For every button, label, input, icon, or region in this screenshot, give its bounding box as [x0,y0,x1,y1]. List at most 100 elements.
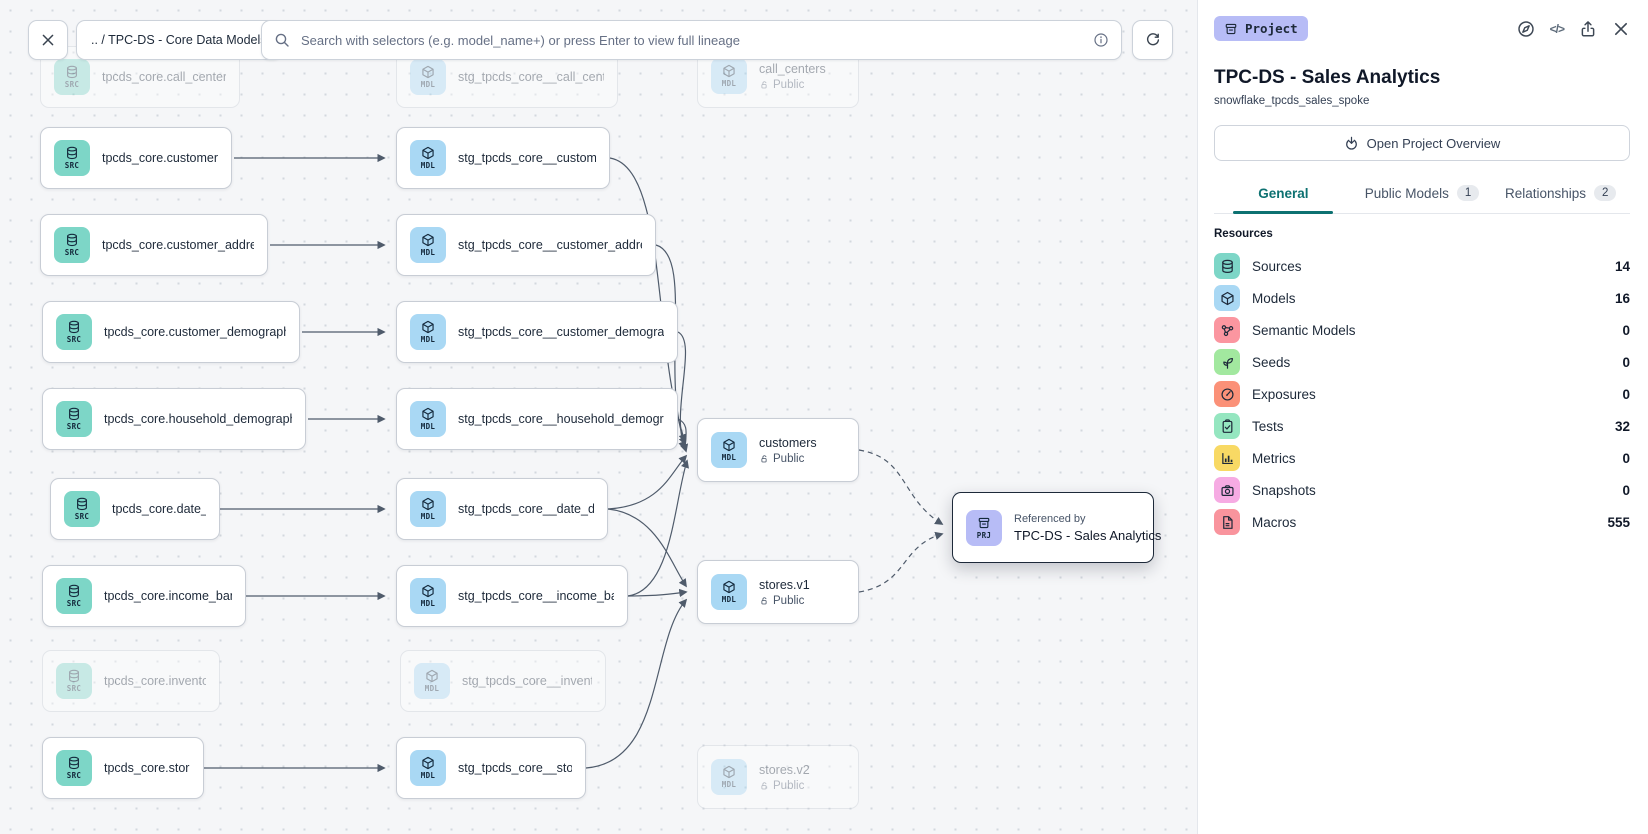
source-type-chip: SRC [56,663,92,699]
project-details-panel: Project </> TPC-DS - Sales Analytics sno… [1197,0,1648,834]
tab-relationships[interactable]: Relationships 2 [1491,175,1630,213]
resource-row-snapshots[interactable]: Snapshots 0 [1214,474,1630,506]
resource-row-semantic-models[interactable]: Semantic Models 0 [1214,314,1630,346]
model-type-chip: MDL [414,663,450,699]
share-icon[interactable] [1579,20,1597,38]
lineage-node[interactable]: SRC tpcds_core.customer [40,127,232,189]
source-type-chip: SRC [64,491,100,527]
page-title: TPC-DS - Sales Analytics [1214,67,1441,88]
lineage-node[interactable]: MDL stg_tpcds_core__customer [396,127,610,189]
lineage-node[interactable]: SRC tpcds_core.customer_demographics [42,301,300,363]
resource-row-models[interactable]: Models 16 [1214,282,1630,314]
close-lineage-button[interactable] [28,20,68,60]
info-icon[interactable] [1093,32,1109,48]
lineage-node[interactable]: MDL stg_tpcds_core__customer_address [396,214,656,276]
tab-general[interactable]: General [1214,175,1353,214]
database-icon [67,146,77,160]
project-type-badge: Project [1214,16,1308,41]
cube-icon [422,65,434,79]
model-type-chip: MDL [410,578,446,614]
lineage-node[interactable]: SRC tpcds_core.inventory [42,650,220,712]
resource-row-exposures[interactable]: Exposures 0 [1214,378,1630,410]
source-type-chip: SRC [56,750,92,786]
lineage-node[interactable]: MDL stores.v2 Public [697,745,859,809]
breadcrumb[interactable]: .. / TPC-DS - Core Data Models [76,20,282,60]
source-type-chip: SRC [56,578,92,614]
cube-icon [426,669,438,683]
cube-icon [723,765,735,779]
model-type-chip: MDL [410,227,446,263]
resource-row-macros[interactable]: Macros 555 [1214,506,1630,538]
model-type-chip: MDL [410,750,446,786]
source-type-chip: SRC [54,227,90,263]
lineage-node[interactable]: MDL stg_tpcds_core__household_demogr... [396,388,678,450]
source-type-chip: SRC [54,59,90,95]
lineage-edges [204,153,944,773]
database-icon [67,233,77,247]
code-icon[interactable]: </> [1549,21,1565,36]
lineage-node[interactable]: MDL stores.v1 Public [697,560,859,624]
database-icon [69,756,79,770]
unlock-icon [761,781,767,789]
unlock-icon [761,80,767,88]
database-icon [69,320,79,334]
database-icon [69,669,79,683]
archive-box-icon [1225,23,1237,34]
lineage-node[interactable]: SRC tpcds_core.customer_address [40,214,268,276]
cube-icon [422,407,434,421]
lineage-node[interactable]: MDL stg_tpcds_core__store [396,737,586,799]
model-type-chip: MDL [711,574,747,610]
camera-icon [1214,477,1240,503]
database-icon [77,497,87,511]
lineage-node[interactable]: MDL customers Public [697,418,859,482]
cube-icon [422,146,434,160]
source-type-chip: SRC [54,140,90,176]
seedling-icon [1214,349,1240,375]
resource-row-sources[interactable]: Sources 14 [1214,250,1630,282]
open-project-overview-button[interactable]: Open Project Overview [1214,125,1630,161]
lineage-search [261,20,1122,60]
refresh-icon [1146,33,1159,46]
refresh-lineage-button[interactable] [1132,20,1173,60]
source-type-chip: SRC [56,401,92,437]
project-identifier: snowflake_tpcds_sales_spoke [1214,95,1370,107]
cube-icon [723,64,735,78]
cube-icon [723,580,735,594]
close-icon [42,34,54,46]
search-input[interactable] [299,31,1084,49]
clipboard-check-icon [1214,413,1240,439]
resource-row-metrics[interactable]: Metrics 0 [1214,442,1630,474]
lineage-node[interactable]: SRC tpcds_core.household_demographics [42,388,306,450]
cube-icon [422,756,434,770]
resource-row-tests[interactable]: Tests 32 [1214,410,1630,442]
model-type-chip: MDL [410,314,446,350]
lineage-node[interactable]: MDL stg_tpcds_core__customer_demogra... [396,301,678,363]
model-type-chip: MDL [410,59,446,95]
lineage-node[interactable]: MDL stg_tpcds_core__income_band [396,565,628,627]
cube-icon [422,233,434,247]
lineage-node[interactable]: SRC tpcds_core.date_dim [50,478,220,540]
archive-box-icon [978,517,990,528]
lineage-canvas[interactable]: SRC tpcds_core.call_center MDL stg_tpcds… [0,0,1197,834]
database-icon [67,65,77,79]
lineage-node[interactable]: MDL stg_tpcds_core__date_dim [396,478,608,540]
search-icon [275,33,289,47]
explore-compass-icon[interactable] [1517,20,1535,38]
referenced-project-node[interactable]: PRJ Referenced by TPC-DS - Sales Analyti… [952,492,1161,563]
cube-icon [422,320,434,334]
unlock-icon [761,454,767,462]
lineage-node[interactable]: SRC tpcds_core.income_band [42,565,246,627]
lineage-node[interactable]: MDL stg_tpcds_core__inventory [400,650,606,712]
overview-target-icon [1345,136,1357,150]
source-type-chip: SRC [56,314,92,350]
model-type-chip: MDL [410,491,446,527]
project-type-chip: PRJ [966,509,1002,546]
database-icon [69,584,79,598]
lineage-node[interactable]: SRC tpcds_core.store [42,737,204,799]
close-panel-icon[interactable] [1612,20,1630,38]
tab-count-badge: 2 [1594,185,1617,201]
resource-row-seeds[interactable]: Seeds 0 [1214,346,1630,378]
model-type-chip: MDL [410,140,446,176]
tab-public-models[interactable]: Public Models 1 [1353,175,1492,213]
